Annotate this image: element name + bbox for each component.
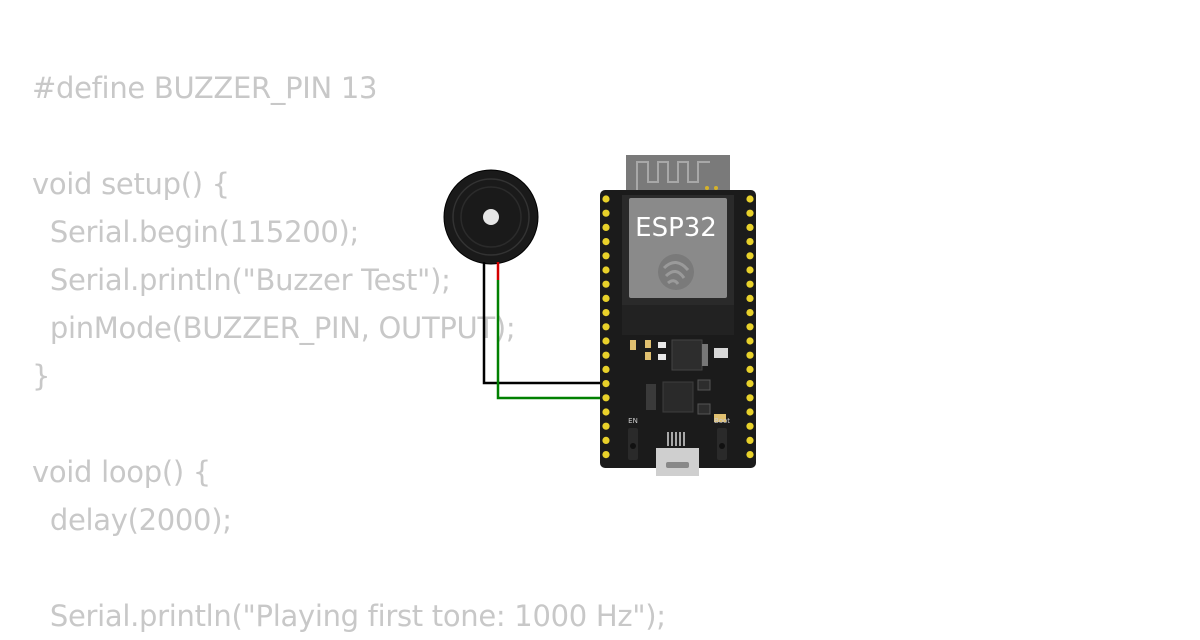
- code-background: #define BUZZER_PIN 13 void setup() { Seri…: [32, 64, 666, 640]
- header-pin[interactable]: [746, 337, 754, 345]
- component-1: [658, 342, 666, 348]
- left-pin-header[interactable]: [602, 195, 610, 459]
- header-pin[interactable]: [746, 294, 754, 302]
- header-pin[interactable]: [602, 408, 610, 416]
- header-pin[interactable]: [602, 266, 610, 274]
- header-pin[interactable]: [602, 209, 610, 217]
- chip-label: ESP32: [635, 213, 717, 243]
- header-pin[interactable]: [602, 451, 610, 459]
- en-label: EN: [628, 417, 638, 425]
- en-button-cap: [630, 443, 636, 449]
- usb-port: [666, 462, 689, 468]
- header-pin[interactable]: [602, 195, 610, 203]
- code-line: pinMode(BUZZER_PIN, OUTPUT);: [32, 311, 516, 345]
- header-pin[interactable]: [602, 252, 610, 260]
- code-line: Serial.println("Buzzer Test");: [32, 263, 451, 297]
- boot-button-cap: [719, 443, 725, 449]
- component-5: [646, 384, 656, 410]
- header-pin[interactable]: [602, 323, 610, 331]
- header-pin[interactable]: [602, 436, 610, 444]
- header-pin[interactable]: [746, 380, 754, 388]
- header-pin[interactable]: [746, 252, 754, 260]
- code-line: delay(2000);: [32, 503, 232, 537]
- header-pin[interactable]: [602, 365, 610, 373]
- header-pin[interactable]: [746, 266, 754, 274]
- wire-signal[interactable]: [496, 280, 606, 400]
- header-pin[interactable]: [746, 408, 754, 416]
- header-pin[interactable]: [602, 351, 610, 359]
- shield-top: [629, 198, 727, 298]
- component-2: [658, 354, 666, 360]
- header-pin[interactable]: [746, 323, 754, 331]
- component-6: [697, 379, 711, 391]
- header-pin[interactable]: [746, 209, 754, 217]
- code-line: void setup() {: [32, 167, 230, 201]
- component-7: [697, 403, 711, 415]
- code-line: #define BUZZER_PIN 13: [32, 71, 378, 105]
- header-pin[interactable]: [602, 238, 610, 246]
- boot-label: Boot: [714, 417, 730, 425]
- regulator: [671, 339, 703, 371]
- header-pin[interactable]: [746, 451, 754, 459]
- buzzer-ring-inner: [460, 186, 522, 248]
- header-pin[interactable]: [602, 223, 610, 231]
- antenna-dot-2: [714, 186, 718, 190]
- header-pin[interactable]: [602, 337, 610, 345]
- header-pin[interactable]: [602, 394, 610, 402]
- header-pin[interactable]: [746, 238, 754, 246]
- led-1: [645, 340, 651, 348]
- header-pin[interactable]: [746, 280, 754, 288]
- header-pin[interactable]: [746, 309, 754, 317]
- esp32-board[interactable]: ESP32 EN Boot: [600, 155, 756, 476]
- header-pin[interactable]: [602, 380, 610, 388]
- code-line: }: [32, 359, 51, 393]
- header-pin[interactable]: [602, 422, 610, 430]
- header-pin[interactable]: [602, 294, 610, 302]
- antenna-dot: [705, 186, 709, 190]
- buzzer[interactable]: [443, 169, 539, 280]
- right-pin-header[interactable]: [746, 195, 754, 459]
- header-pin[interactable]: [746, 223, 754, 231]
- component-8: [714, 414, 726, 422]
- wire-gnd[interactable]: [482, 280, 606, 385]
- header-pin[interactable]: [746, 351, 754, 359]
- header-pin[interactable]: [746, 436, 754, 444]
- header-pin[interactable]: [746, 365, 754, 373]
- component-3: [714, 348, 728, 358]
- usb-comb: [667, 432, 685, 446]
- header-pin[interactable]: [602, 309, 610, 317]
- antenna-trace: [636, 161, 710, 190]
- espressif-logo-mark: [662, 261, 690, 285]
- led-2: [645, 352, 651, 360]
- header-pin[interactable]: [746, 422, 754, 430]
- code-line: Serial.println("Playing first tone: 1000…: [32, 599, 666, 633]
- header-pin[interactable]: [746, 394, 754, 402]
- header-pin[interactable]: [746, 195, 754, 203]
- component-4: [630, 340, 636, 350]
- header-pin[interactable]: [602, 280, 610, 288]
- code-line: void loop() {: [32, 455, 211, 489]
- code-line: Serial.begin(115200);: [32, 215, 360, 249]
- buzzer-ring: [452, 178, 530, 256]
- regulator-tab: [702, 344, 708, 366]
- usb-chip: [662, 381, 694, 413]
- buzzer-center: [483, 209, 499, 225]
- module-pads: [622, 305, 734, 335]
